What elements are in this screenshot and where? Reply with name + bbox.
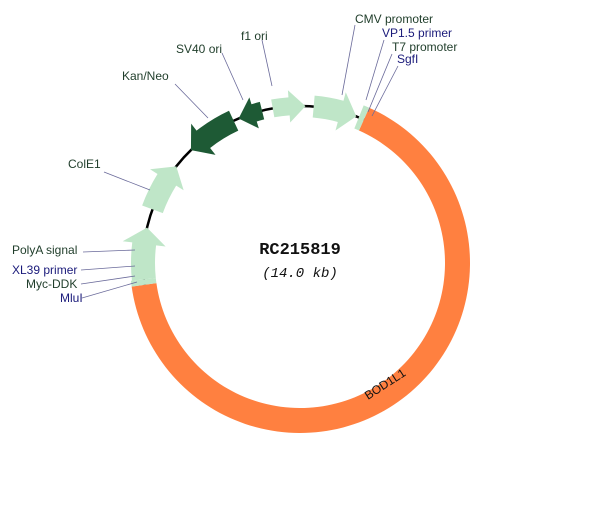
label-polya-signal: PolyA signal xyxy=(12,243,77,257)
sv40-ori-arrow xyxy=(238,97,265,129)
sgfi-segment xyxy=(354,105,370,131)
myc-ddk-segment xyxy=(130,278,157,287)
label-xl39-primer: XL39 primer xyxy=(12,263,77,277)
kan-neo-arrow xyxy=(190,110,239,155)
label-sv40-ori: SV40 ori xyxy=(176,42,222,56)
label-vp15-primer: VP1.5 primer xyxy=(382,26,452,40)
f1-ori-arrow xyxy=(271,90,306,123)
label-t7-promoter: T7 promoter xyxy=(392,40,457,54)
plasmid-size: (14.0 kb) xyxy=(262,266,338,282)
label-f1-ori: f1 ori xyxy=(241,29,268,43)
cmv-promoter-arrow xyxy=(312,92,357,131)
plasmid-name: RC215819 xyxy=(259,241,341,260)
cole1-arrow xyxy=(142,166,184,214)
label-mlui: MluI xyxy=(60,291,83,305)
label-cole1: ColE1 xyxy=(68,157,101,171)
label-myc-ddk: Myc-DDK xyxy=(26,277,77,291)
label-cmv-promoter: CMV promoter xyxy=(355,12,433,26)
polya-signal-arrow xyxy=(122,227,166,281)
label-kan-neo: Kan/Neo xyxy=(122,69,169,83)
label-sgfi: SgfI xyxy=(397,52,418,66)
